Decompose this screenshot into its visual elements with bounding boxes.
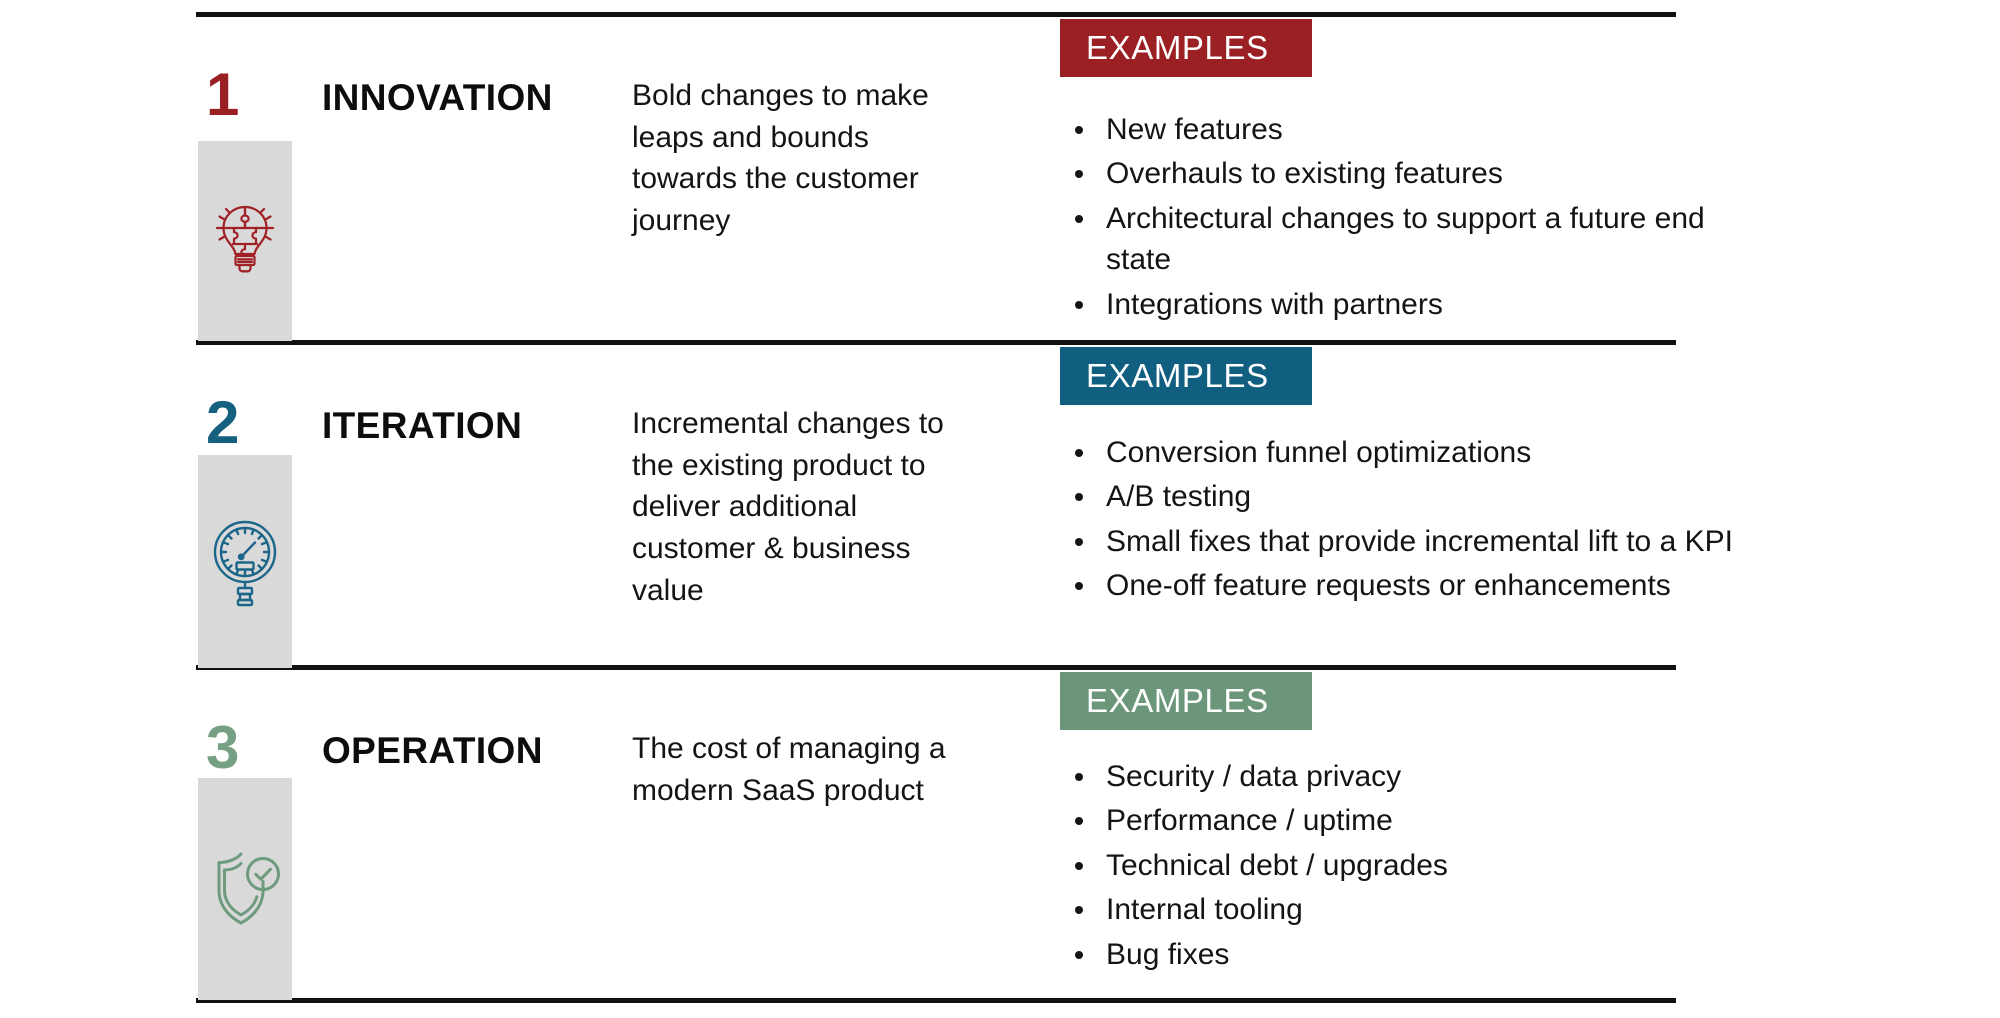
- list-item: Integrations with partners: [1064, 284, 1774, 325]
- examples-list: New features Overhauls to existing featu…: [1064, 109, 1774, 328]
- row-description: The cost of managing a modern SaaS produ…: [632, 732, 946, 807]
- divider-after-row-1: [196, 340, 1676, 345]
- icon-tile: [198, 141, 292, 341]
- list-item: Technical debt / upgrades: [1064, 845, 1774, 886]
- examples-badge-label: EXAMPLES: [1086, 357, 1269, 394]
- list-item: Overhauls to existing features: [1064, 153, 1774, 194]
- row-description: Bold changes to make leaps and bounds to…: [632, 79, 929, 238]
- row-title: ITERATION: [322, 405, 523, 446]
- examples-badge: EXAMPLES: [1060, 672, 1312, 730]
- row-title: INNOVATION: [322, 77, 553, 118]
- divider-bottom: [196, 998, 1676, 1003]
- shield-check-icon: [205, 846, 285, 932]
- list-item: Architectural changes to support a futur…: [1064, 198, 1774, 281]
- examples-badge: EXAMPLES: [1060, 347, 1312, 405]
- icon-tile: [198, 778, 292, 1000]
- list-item: Internal tooling: [1064, 889, 1774, 930]
- divider-top: [196, 12, 1676, 17]
- examples-badge-label: EXAMPLES: [1086, 29, 1269, 66]
- list-item: Small fixes that provide incremental lif…: [1064, 521, 1774, 562]
- row-number: 1: [206, 61, 239, 128]
- examples-list: Conversion funnel optimizations A/B test…: [1064, 432, 1774, 610]
- row-description: Incremental changes to the existing prod…: [632, 407, 944, 607]
- lightbulb-puzzle-icon: [209, 193, 281, 289]
- row-innovation: 1 INNOVATION Bold changes to make leaps …: [0, 17, 2000, 341]
- gauge-icon: [208, 514, 282, 610]
- examples-badge-label: EXAMPLES: [1086, 682, 1269, 719]
- list-item: One-off feature requests or enhancements: [1064, 565, 1774, 606]
- divider-after-row-2: [196, 665, 1676, 670]
- examples-list: Security / data privacy Performance / up…: [1064, 756, 1774, 978]
- list-item: A/B testing: [1064, 476, 1774, 517]
- row-title: OPERATION: [322, 730, 543, 771]
- list-item: Performance / uptime: [1064, 800, 1774, 841]
- list-item: Conversion funnel optimizations: [1064, 432, 1774, 473]
- row-operation: 3 OPERATION The cost of managing a moder…: [0, 670, 2000, 1000]
- row-iteration: 2 ITERATION Incremental changes to the e…: [0, 345, 2000, 668]
- list-item: Security / data privacy: [1064, 756, 1774, 797]
- list-item: Bug fixes: [1064, 934, 1774, 975]
- row-number: 3: [206, 714, 239, 781]
- list-item: New features: [1064, 109, 1774, 150]
- examples-badge: EXAMPLES: [1060, 19, 1312, 77]
- row-number: 2: [206, 389, 239, 456]
- icon-tile: [198, 455, 292, 668]
